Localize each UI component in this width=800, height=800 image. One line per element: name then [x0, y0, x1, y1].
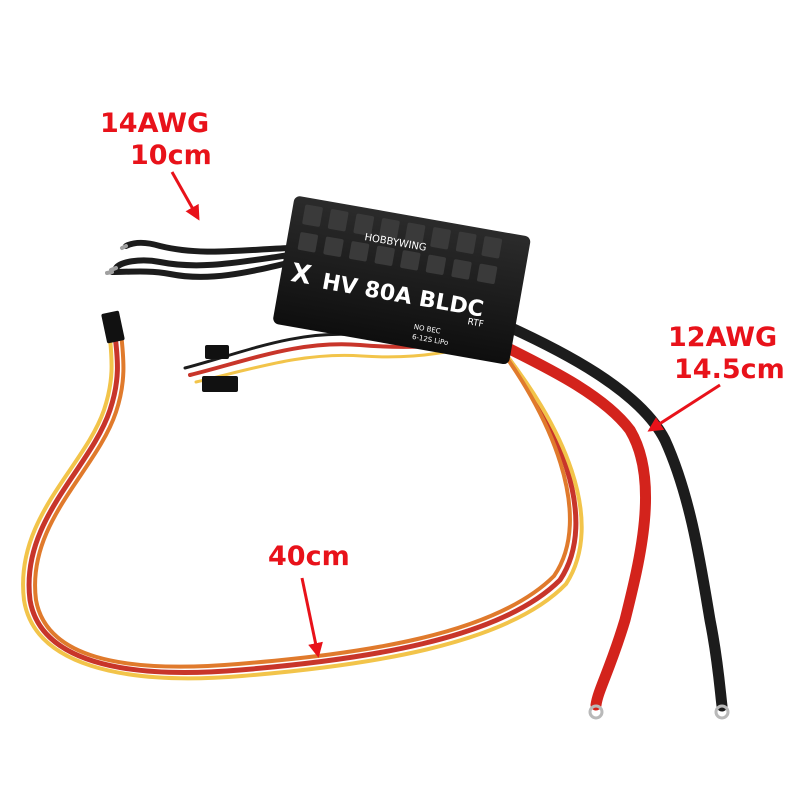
- callout-servo-length: 40cm: [268, 541, 350, 572]
- servo-connector-2: [205, 345, 229, 359]
- power-wires: [486, 319, 730, 720]
- callout-arrows: [170, 171, 721, 658]
- heatsink-fins: [297, 204, 503, 284]
- arrow-phase-wires: [170, 171, 200, 221]
- servo-signal-cable: [21, 328, 584, 681]
- servo-connector-1: [101, 310, 125, 344]
- motor-phase-wires: [105, 239, 295, 280]
- callout-power-gauge: 12AWG: [668, 322, 777, 353]
- callout-phase-gauge: 14AWG: [100, 108, 209, 139]
- callout-power-length: 14.5cm: [674, 354, 785, 385]
- callout-phase-length: 10cm: [130, 140, 212, 171]
- arrow-servo-cable: [300, 577, 323, 658]
- esc-body: HOBBYWING X HV 80A BLDC RTF NO BEC 6-12S…: [273, 196, 531, 365]
- arrow-power-wires: [647, 383, 721, 432]
- servo-connector-3: [202, 376, 238, 392]
- esc-badge-text: RTF: [467, 317, 485, 330]
